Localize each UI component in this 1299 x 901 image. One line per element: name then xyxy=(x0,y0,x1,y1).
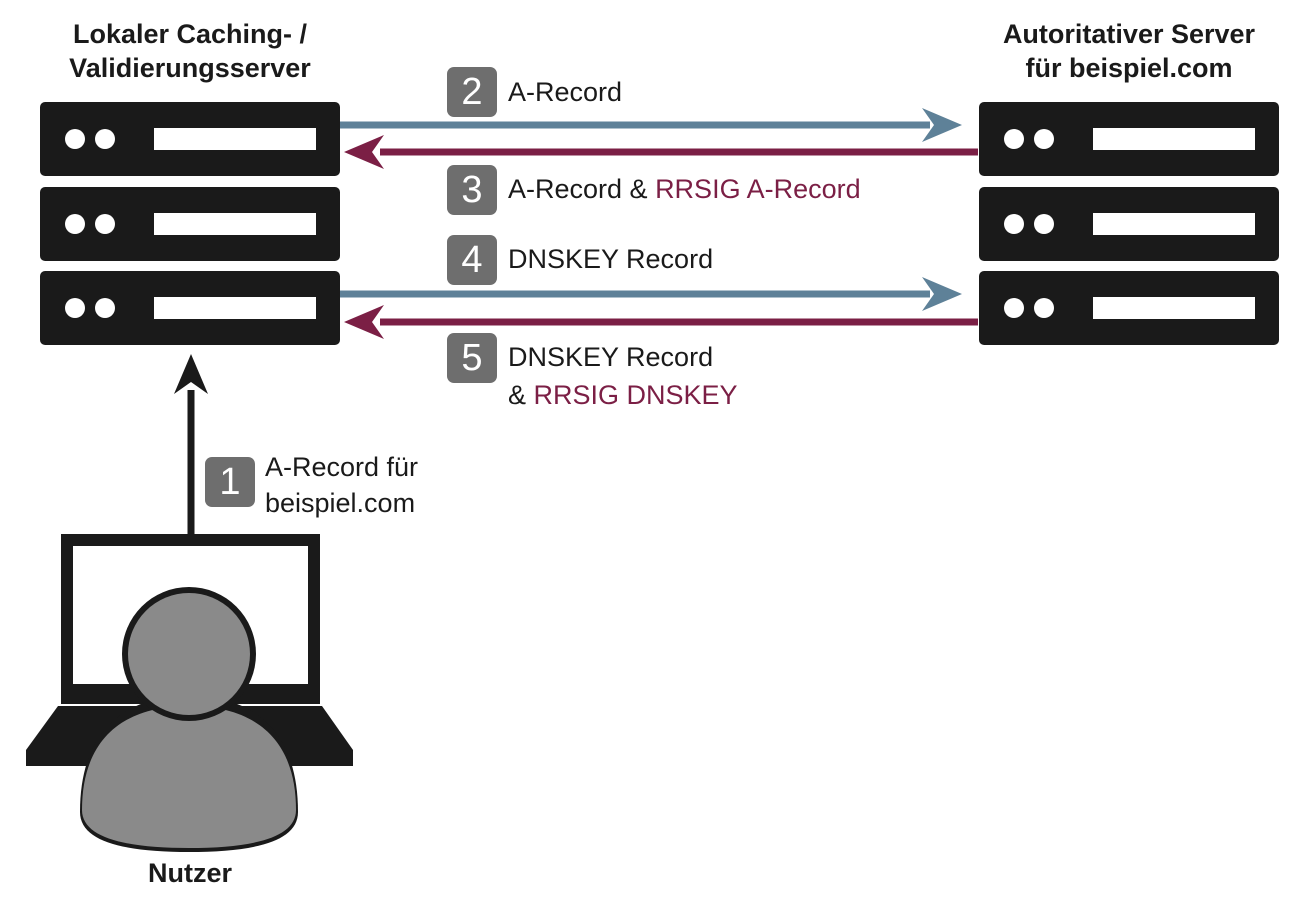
step-label-3-text: A-Record & xyxy=(508,174,656,204)
server-icon xyxy=(979,271,1279,345)
local-server-title-line1: Lokaler Caching- / xyxy=(72,19,308,49)
arrow-right-icon xyxy=(340,108,962,142)
step-badge-1: 1 xyxy=(205,457,255,507)
step-badge-3: 3 xyxy=(447,165,497,215)
server-icon xyxy=(40,102,340,176)
authoritative-server-stack xyxy=(979,102,1279,345)
server-icon xyxy=(40,187,340,261)
local-server-title: Lokaler Caching- / Validierungsserver xyxy=(30,17,350,85)
user-icon xyxy=(80,587,298,852)
server-icon xyxy=(40,271,340,345)
step-label-3: A-Record & RRSIG A-Record xyxy=(508,170,861,208)
authoritative-server-title-line1: Autoritativer Server xyxy=(1002,19,1256,49)
step-label-5-highlight: RRSIG DNSKEY xyxy=(533,380,738,410)
step-label-2: A-Record xyxy=(508,77,623,107)
local-server-title-line2: Validierungsserver xyxy=(69,53,311,83)
step-badge-2: 2 xyxy=(447,67,497,117)
step-label-5-prefix: & xyxy=(508,380,534,410)
local-server-stack xyxy=(40,102,340,345)
user-label: Nutzer xyxy=(90,856,290,890)
user-label-text: Nutzer xyxy=(147,858,232,888)
step-label-1-line1: A-Record für xyxy=(265,452,419,482)
authoritative-server-title-line2: für beispiel.com xyxy=(1025,53,1233,83)
step-badge-5: 5 xyxy=(447,333,497,383)
arrow-right-icon xyxy=(340,277,962,311)
step-label-5-line2: & RRSIG DNSKEY xyxy=(508,376,738,414)
server-icon xyxy=(979,102,1279,176)
step-label-5-line1: DNSKEY Record xyxy=(508,342,714,372)
step-label-1-line2: beispiel.com xyxy=(265,488,416,518)
arrow-left-icon xyxy=(344,135,978,169)
step-label-3-highlight: RRSIG A-Record xyxy=(655,174,861,204)
arrow-left-icon xyxy=(344,305,978,339)
step-label-4: DNSKEY Record xyxy=(508,244,714,274)
step-badge-4: 4 xyxy=(447,235,497,285)
server-icon xyxy=(979,187,1279,261)
arrow-up-icon xyxy=(174,354,208,535)
authoritative-server-title: Autoritativer Server für beispiel.com xyxy=(969,17,1289,85)
